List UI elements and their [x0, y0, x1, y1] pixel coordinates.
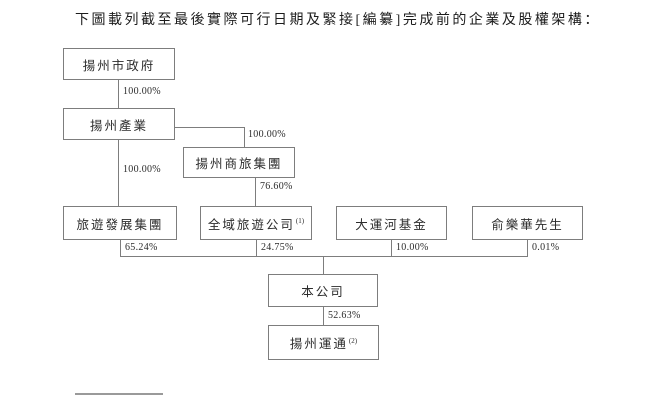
connector-tourismdev-stub — [120, 240, 121, 256]
connector-shareholders-bus — [120, 256, 528, 257]
ownership-label-industry-tourismdev: 100.00% — [123, 164, 161, 175]
node-grand-canal-fund: 大運河基金 — [336, 206, 447, 240]
connector-company-yuntong — [323, 307, 324, 325]
node-the-company: 本公司 — [268, 274, 378, 307]
node-yangzhou-industry: 揚州產業 — [63, 108, 175, 140]
ownership-label-tourismdev-company: 65.24% — [125, 242, 158, 253]
connector-industry-bt-vertical — [244, 127, 245, 147]
connector-industry-tourismdev — [118, 140, 119, 206]
node-grand-canal-fund-label: 大運河基金 — [355, 217, 428, 232]
node-quanyu-tourism-company-label: 全域旅遊公司 — [207, 217, 295, 232]
node-yangzhou-government-label: 揚州市政府 — [82, 58, 156, 73]
page-title: 下圖載列截至最後實際可行日期及緊接[編纂]完成前的企業及股權架構： — [75, 13, 601, 28]
node-quanyu-tourism-company: 全域旅遊公司(1) — [200, 206, 312, 240]
node-yangzhou-industry-label: 揚州產業 — [89, 118, 148, 133]
node-mr-yu-lehua: 俞樂華先生 — [472, 206, 583, 240]
ownership-label-industry-bt: 100.00% — [248, 129, 286, 140]
node-yangzhou-yuntong: 揚州運通(2) — [268, 325, 379, 360]
ownership-label-bt-quanyu: 76.60% — [260, 181, 293, 192]
connector-industry-bt-horizontal — [175, 127, 244, 128]
node-yangzhou-business-travel-group: 揚州商旅集團 — [183, 147, 295, 178]
node-tourism-development-group: 旅遊發展集團 — [63, 206, 177, 240]
connector-gov-industry — [118, 80, 119, 108]
node-tourism-development-group-label: 旅遊發展集團 — [76, 217, 164, 232]
node-the-company-label: 本公司 — [301, 285, 345, 299]
connector-yu-stub — [527, 240, 528, 256]
footnote-separator-rule — [75, 393, 163, 395]
ownership-label-gov-industry: 100.00% — [123, 86, 161, 97]
ownership-label-fund-company: 10.00% — [396, 242, 429, 253]
ownership-label-yu-company: 0.01% — [532, 242, 560, 253]
node-mr-yu-lehua-label: 俞樂華先生 — [491, 217, 564, 232]
connector-bus-company — [323, 256, 324, 274]
connector-quanyu-stub — [256, 240, 257, 256]
ownership-label-company-yuntong: 52.63% — [328, 310, 361, 321]
node-yangzhou-government: 揚州市政府 — [63, 48, 175, 80]
connector-fund-stub — [391, 240, 392, 256]
ownership-label-quanyu-company: 24.75% — [261, 242, 294, 253]
connector-bt-quanyu — [255, 178, 256, 206]
node-yangzhou-yuntong-label: 揚州運通 — [289, 337, 348, 351]
node-yangzhou-business-travel-group-label: 揚州商旅集團 — [195, 157, 283, 171]
